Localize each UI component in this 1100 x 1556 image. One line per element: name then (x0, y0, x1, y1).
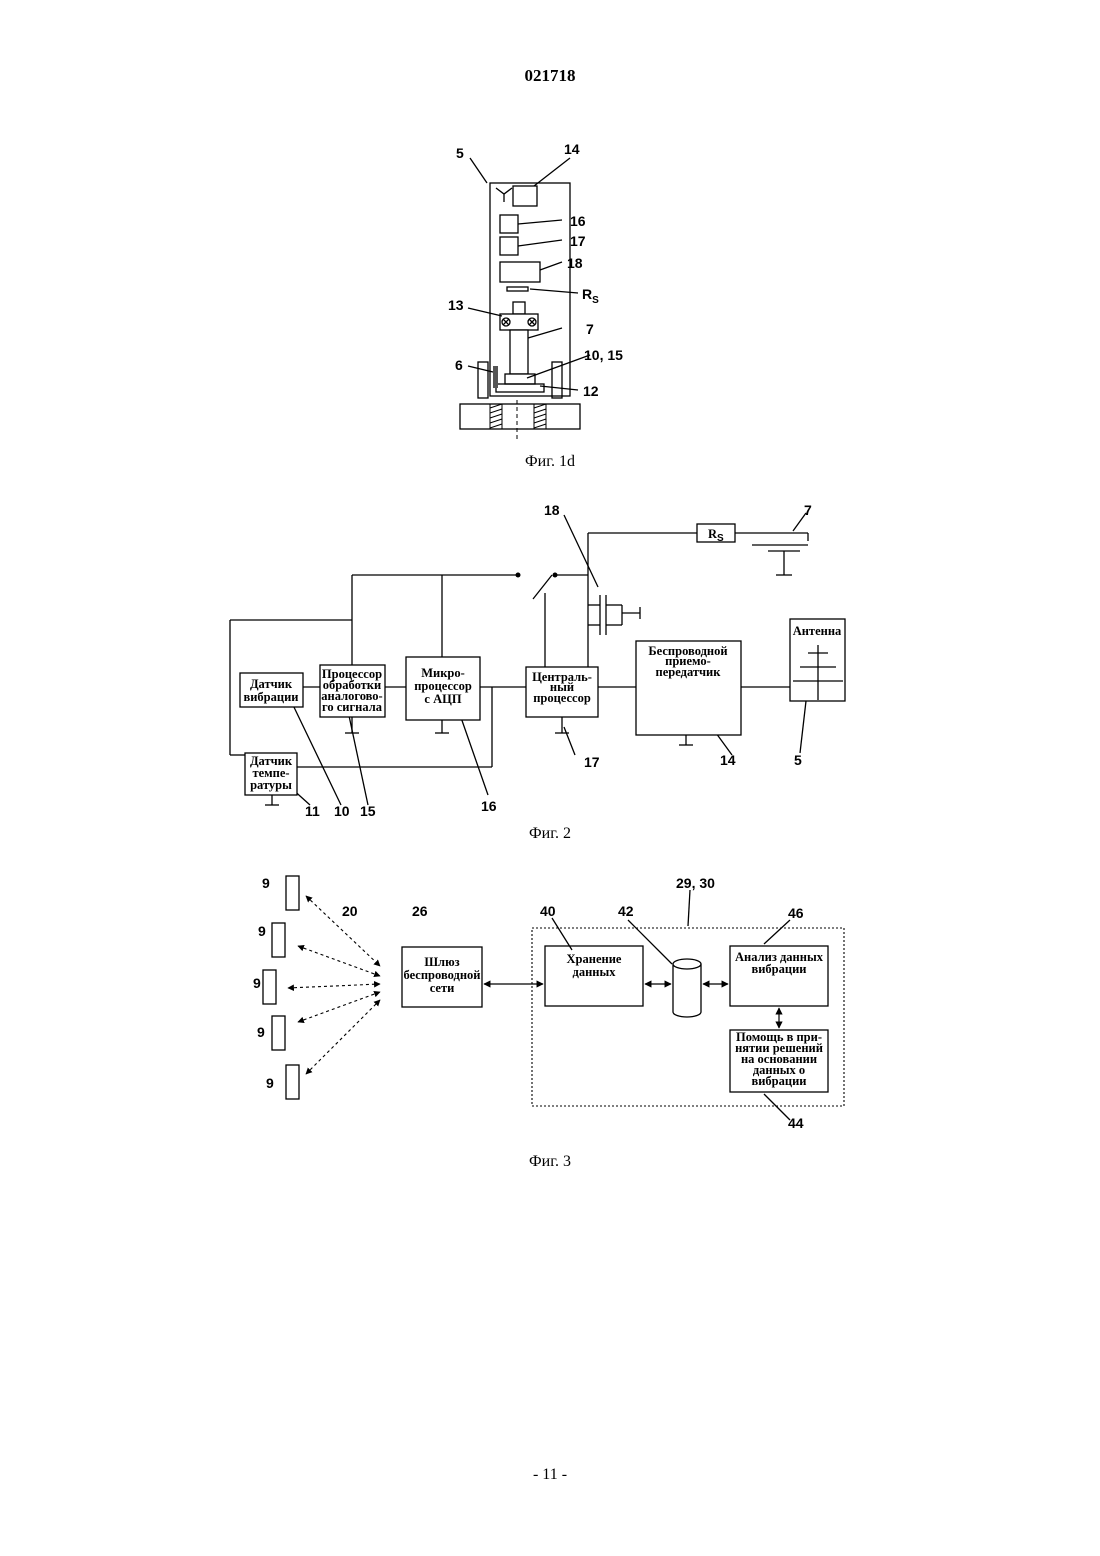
battery-cap (513, 302, 525, 314)
block-decision-support: Помощь в при- нятии решений на основании… (730, 1030, 828, 1092)
label-14: 14 (720, 752, 736, 768)
svg-text:вибрации: вибрации (751, 962, 806, 976)
caption-fig3: Фиг. 3 (529, 1153, 571, 1170)
node-9-d (272, 1016, 285, 1050)
svg-text:Микро-: Микро- (421, 666, 465, 680)
label-15: 15 (360, 803, 376, 819)
label-17: 17 (570, 233, 586, 249)
caption-fig2: Фиг. 2 (529, 825, 571, 842)
component-14 (513, 186, 537, 206)
label-9: 9 (266, 1075, 274, 1091)
block-vibration-analysis: Анализ данных вибрации (730, 946, 828, 1006)
svg-text:данных: данных (573, 965, 617, 979)
switch-contact (553, 573, 558, 578)
block-temperature-sensor: Датчик темпе- ратуры (245, 753, 297, 795)
label-10: 10 (334, 803, 350, 819)
label-40: 40 (540, 903, 556, 919)
base-plate-12 (496, 384, 544, 392)
label-16: 16 (570, 213, 586, 229)
clamp-left (478, 362, 488, 398)
svg-text:Хранение: Хранение (567, 952, 622, 966)
label-46: 46 (788, 905, 804, 921)
node-9-b (272, 923, 285, 957)
svg-text:сети: сети (430, 981, 455, 995)
block-vibration-sensor: Датчик вибрации (240, 673, 303, 707)
node-9-c (263, 970, 276, 1004)
block-data-storage: Хранение данных (545, 946, 643, 1006)
label-7: 7 (804, 502, 812, 518)
antenna-icon (496, 188, 512, 202)
block-wireless-gateway: Шлюз беспроводной сети (402, 947, 482, 1007)
label-42: 42 (618, 903, 634, 919)
label-14: 14 (564, 141, 580, 157)
label-17: 17 (584, 754, 600, 770)
svg-text:процессор: процессор (533, 691, 591, 705)
label-9: 9 (258, 923, 266, 939)
svg-text:Шлюз: Шлюз (424, 955, 459, 969)
page-number: - 11 - (0, 1466, 1100, 1484)
svg-text:Антенна: Антенна (793, 624, 842, 638)
label-5: 5 (794, 752, 802, 768)
label-9: 9 (253, 975, 261, 991)
svg-text:вибрации: вибрации (751, 1074, 806, 1088)
component-18 (500, 262, 540, 282)
svg-text:го сигнала: го сигнала (322, 700, 383, 714)
sensor-10-15 (505, 374, 535, 384)
mount-base (460, 404, 580, 429)
circuit-wiring (230, 513, 843, 805)
component-16 (500, 215, 518, 233)
caption-fig1d: Фиг. 1d (525, 453, 575, 470)
label-10-15: 10, 15 (584, 347, 623, 363)
figure-1d: 5 14 16 17 18 RS 13 7 10, 15 6 12 Фиг. 1… (0, 130, 1100, 480)
node-9-a (286, 876, 299, 910)
document-number: 021718 (0, 66, 1100, 86)
block-analog-processor: Процессор обработки аналогово- го сигнал… (320, 665, 385, 717)
wireless-links (288, 896, 380, 1074)
label-11: 11 (305, 803, 320, 819)
svg-text:Датчик: Датчик (250, 677, 293, 691)
svg-text:вибрации: вибрации (243, 690, 298, 704)
element-6 (493, 366, 498, 388)
figure-2: RS Датчик вибрации Процессор обработки а… (0, 495, 1100, 850)
node-9-e (286, 1065, 299, 1099)
label-20: 20 (342, 903, 358, 919)
label-44: 44 (788, 1115, 804, 1131)
rs-resistor (507, 287, 528, 291)
label-12: 12 (583, 383, 599, 399)
label-rs: RS (582, 286, 599, 306)
block-adc-microprocessor: Микро- процессор с АЦП (406, 657, 480, 720)
figure-3: 9 9 9 9 9 Шлюз беспроводной сети Хранени… (0, 860, 1100, 1180)
thread-left (490, 404, 502, 429)
database-icon (673, 959, 701, 1017)
block-wireless-transceiver: Беспроводной приемо- передатчик (636, 641, 741, 735)
battery-7 (510, 330, 528, 374)
label-9: 9 (262, 875, 270, 891)
svg-text:процессор: процессор (414, 679, 472, 693)
label-16: 16 (481, 798, 497, 814)
label-13: 13 (448, 297, 464, 313)
thread-right (534, 404, 546, 429)
svg-text:беспроводной: беспроводной (404, 968, 481, 982)
block-central-processor: Централь- ный процессор (526, 667, 598, 717)
label-18: 18 (544, 502, 560, 518)
label-18: 18 (567, 255, 583, 271)
label-29-30: 29, 30 (676, 875, 715, 891)
label-7: 7 (586, 321, 594, 337)
svg-text:передатчик: передатчик (656, 665, 722, 679)
switch-contact (516, 573, 521, 578)
component-17 (500, 237, 518, 255)
label-5: 5 (456, 145, 464, 161)
label-26: 26 (412, 903, 428, 919)
label-6: 6 (455, 357, 463, 373)
svg-text:ратуры: ратуры (250, 778, 292, 792)
label-9: 9 (257, 1024, 265, 1040)
svg-text:с АЦП: с АЦП (424, 692, 461, 706)
